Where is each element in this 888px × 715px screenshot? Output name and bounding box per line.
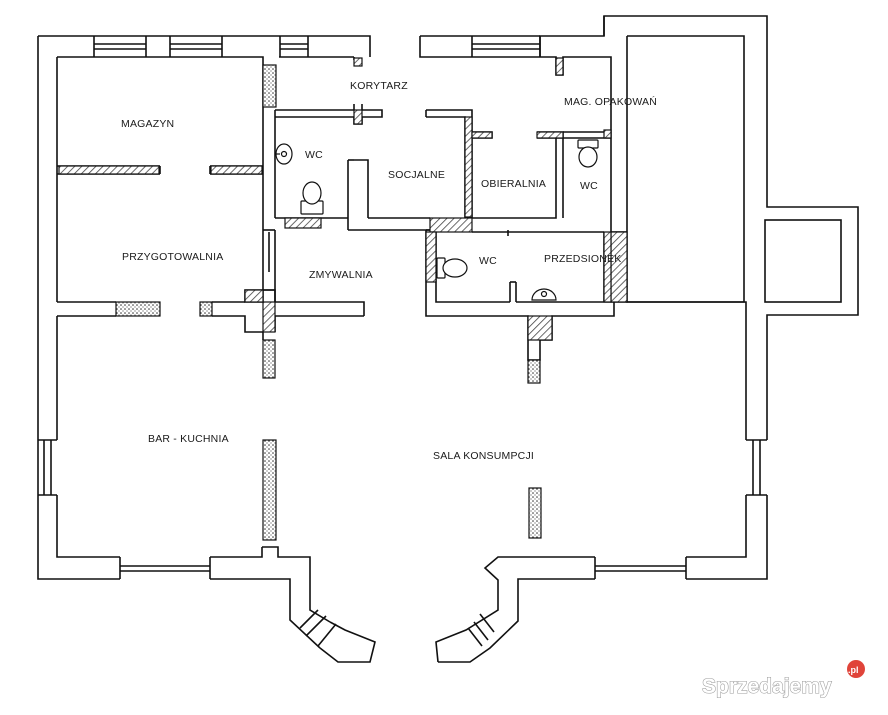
- room-label-wc-2: WC: [580, 180, 598, 192]
- room-label-wc-3: WC: [479, 255, 497, 267]
- room-label-przygotowalnia: PRZYGOTOWALNIA: [122, 251, 223, 263]
- room-label-wc-1: WC: [305, 149, 323, 161]
- hatch-wall: [58, 165, 160, 175]
- toilet-icon: [436, 257, 468, 279]
- room-label-zmywalnia: ZMYWALNIA: [309, 269, 373, 281]
- room-label-obieralnia: OBIERALNIA: [481, 178, 546, 190]
- watermark-logo: Sprzedajemy .pl: [701, 660, 865, 699]
- wall-inner: [57, 56, 264, 105]
- wall-outer: [38, 35, 371, 57]
- toilet-icon: [577, 139, 599, 168]
- room-label-socjalne: SOCJALNE: [388, 169, 445, 181]
- sink-icon: [531, 288, 557, 301]
- dotted-wall: [262, 64, 277, 108]
- watermark-suffix: .pl: [848, 665, 859, 675]
- watermark-text: Sprzedajemy: [702, 675, 832, 698]
- room-label-bar-kuchnia: BAR - KUCHNIA: [148, 433, 229, 445]
- room-label-mag-opakowan: MAG. OPAKOWAŃ: [564, 95, 657, 108]
- sink-icon: [275, 143, 293, 165]
- room-label-sala-konsumpcji: SALA KONSUMPCJI: [433, 450, 534, 462]
- watermark-badge: [847, 660, 865, 678]
- toilet-icon: [300, 181, 324, 215]
- room-label-magazyn: MAGAZYN: [121, 118, 174, 130]
- room-label-korytarz: KORYTARZ: [350, 80, 408, 92]
- room-label-przedsionek: PRZEDSIONEK: [544, 253, 621, 265]
